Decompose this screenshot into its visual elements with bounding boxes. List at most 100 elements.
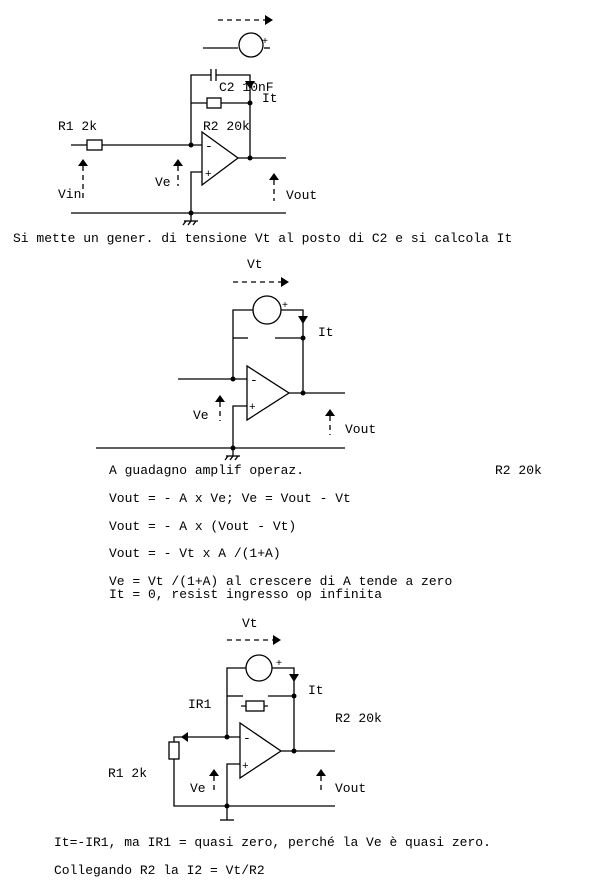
voltage-source-symbol: [245, 654, 273, 682]
circuit-wire: [190, 171, 202, 213]
vt-direction-arrow: [233, 277, 289, 287]
circuit-wire: [291, 693, 297, 699]
equation-line: Vout = - Vt x A /(1+A): [109, 546, 281, 561]
circuit-wire: [238, 32, 264, 58]
feedback-network: [190, 69, 255, 158]
resistor-r2: [206, 97, 222, 109]
ground-icon: [220, 806, 234, 821]
circuit-wire: [234, 455, 239, 461]
current-arrow-icon: [245, 81, 255, 89]
r1-label: R1 2k: [58, 119, 97, 134]
resistor-r2: [245, 700, 265, 712]
circuit-wire: [188, 142, 194, 148]
circuit-label: +: [276, 659, 282, 670]
circuit-wire: [246, 364, 291, 422]
circuit-wire: [232, 405, 247, 448]
vt-label: Vt: [247, 257, 263, 272]
it-label: It: [308, 683, 324, 698]
circuit-wire: [78, 159, 88, 166]
ve-arrow-icon: [209, 769, 219, 794]
ground-icon: [182, 213, 198, 226]
r2-label: R2 20k: [495, 463, 542, 478]
vt-direction-arrow: [218, 15, 273, 25]
ir1-arrow-icon: [181, 732, 188, 742]
circuit-wire: [215, 395, 225, 402]
circuit-label: -: [205, 139, 213, 154]
vout-label: Vout: [286, 188, 317, 203]
circuit-label: -: [243, 731, 251, 746]
text-line: It=-IR1, ma IR1 = quasi zero, perché la …: [54, 835, 491, 850]
c2-label: C2 10nF: [219, 80, 274, 95]
resistor-r1: [86, 139, 103, 151]
circuit-wire: [216, 74, 251, 158]
circuit-wire: [247, 155, 253, 161]
vt-direction-arrow: [227, 635, 281, 645]
circuit-wire: [300, 335, 306, 341]
circuit-wire: [226, 763, 240, 806]
ground-icon: [224, 448, 240, 461]
circuit-wire: [182, 220, 187, 226]
circuit-wire: [201, 130, 240, 187]
vout-label: Vout: [335, 781, 366, 796]
resistor-r1: [168, 741, 180, 760]
ve-label: Ve: [155, 175, 171, 190]
circuit-wire: [265, 15, 273, 25]
circuit-wire: [209, 769, 219, 776]
vout-arrow-icon: [269, 173, 279, 201]
circuit-wire: [325, 409, 335, 416]
vout-arrow-icon: [325, 409, 335, 435]
vin-label: Vin: [58, 187, 81, 202]
circuit-wire: [230, 376, 236, 382]
circuit-wire: [273, 635, 281, 645]
caption-1: Si mette un gener. di tensione Vt al pos…: [13, 231, 512, 246]
circuit-wire: [192, 220, 197, 226]
circuit-wire: [229, 455, 234, 461]
text-line: A guadagno amplif operaz.: [109, 463, 304, 478]
voltage-source-symbol: [252, 295, 282, 325]
circuit-label: +: [249, 402, 256, 414]
circuit-diagram-2: Vt + It - + Ve Vout A guadagno amplif op…: [96, 257, 542, 602]
text-line: Collegando R2 la I2 = Vt/R2: [54, 863, 265, 878]
equation-line: It = 0, resist ingresso op infinita: [109, 587, 382, 602]
equation-line: Vout = - A x (Vout - Vt): [109, 519, 296, 534]
ve-label: Ve: [190, 781, 206, 796]
opamp-symbol: - +: [239, 721, 283, 780]
r2-label: R2 20k: [335, 711, 382, 726]
circuit-wire: [224, 455, 229, 461]
voltage-source-symbol: +: [203, 32, 270, 58]
r2-label: R2 20k: [203, 119, 250, 134]
circuit-label: +: [205, 169, 212, 181]
current-arrow-icon: [289, 674, 299, 682]
ve-arrow-icon: [173, 159, 183, 186]
circuit-wire: [239, 721, 283, 780]
it-label: It: [262, 91, 278, 106]
circuit-wire: [281, 277, 289, 287]
circuit-wire: [224, 734, 230, 740]
circuit-wire: [190, 74, 211, 145]
opamp-symbol: - +: [246, 364, 291, 422]
current-arrow-icon: [298, 316, 308, 324]
circuit-label: +: [282, 301, 288, 312]
circuit-wire: [300, 390, 306, 396]
ir1-label: IR1: [188, 697, 212, 712]
vout-label: Vout: [345, 422, 376, 437]
circuit-wire: [173, 736, 335, 807]
circuit-label: -: [250, 373, 258, 388]
equation-line: Ve = Vt /(1+A) al crescere di A tende a …: [109, 574, 452, 589]
circuit-label: +: [242, 761, 249, 773]
it-label: It: [318, 325, 334, 340]
equation-line: Vout = - A x Ve; Ve = Vout - Vt: [109, 491, 351, 506]
circuit-wire: [173, 159, 183, 166]
opamp-symbol: - +: [201, 130, 240, 187]
circuit-wire: [187, 220, 192, 226]
ve-arrow-icon: [215, 395, 225, 421]
circuit-wire: [316, 769, 326, 776]
plus-sign: +: [262, 37, 268, 48]
vout-arrow-icon: [316, 769, 326, 794]
circuit-diagram-3: Vt + It IR1 R2 20k - + R1 2k Ve Vout It: [54, 616, 491, 878]
vt-label: Vt: [242, 616, 258, 631]
circuit-wire: [269, 173, 279, 180]
circuit-wire: [247, 100, 253, 106]
r1-label: R1 2k: [108, 766, 147, 781]
